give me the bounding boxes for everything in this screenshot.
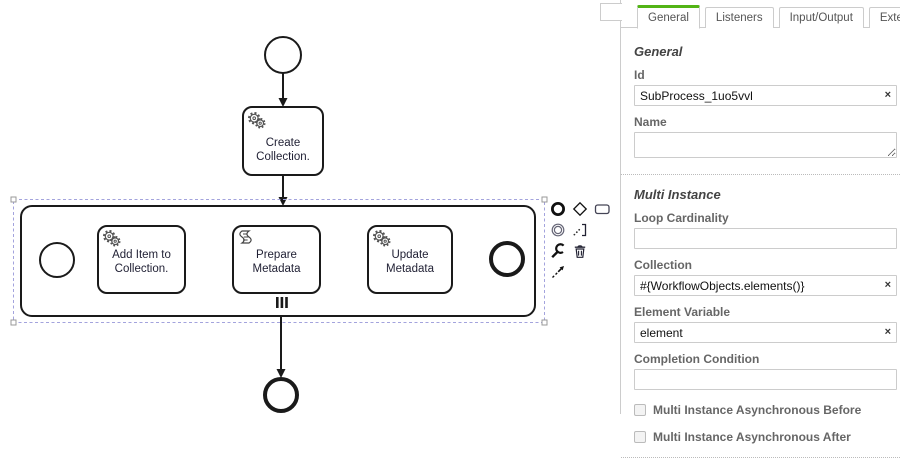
bpmn-canvas[interactable]: Create Collection. Add Item to Collectio… bbox=[0, 0, 620, 414]
properties-panel-toggle[interactable] bbox=[600, 3, 622, 21]
append-text-annotation-icon[interactable] bbox=[573, 223, 587, 237]
field-name: Name bbox=[634, 115, 897, 161]
tab-extensions[interactable]: Extensions bbox=[868, 7, 900, 28]
field-loop-cardinality: Loop Cardinality bbox=[634, 211, 897, 249]
task-label: Collection. bbox=[256, 151, 310, 163]
field-async-before: Multi Instance Asynchronous Before bbox=[634, 403, 897, 417]
completion-condition-label: Completion Condition bbox=[634, 352, 760, 366]
element-variable-label: Element Variable bbox=[634, 305, 731, 319]
end-event[interactable] bbox=[263, 377, 299, 413]
properties-tabs: General Listeners Input/Output Extension… bbox=[621, 2, 900, 29]
task-create-collection[interactable]: Create Collection. bbox=[242, 106, 324, 176]
async-after-checkbox[interactable] bbox=[634, 431, 646, 443]
clear-icon[interactable]: × bbox=[884, 279, 891, 291]
wrench-icon[interactable] bbox=[551, 243, 565, 259]
field-element-variable: Element Variable × bbox=[634, 305, 897, 343]
collection-label: Collection bbox=[634, 258, 693, 272]
collection-input[interactable] bbox=[634, 275, 897, 296]
completion-condition-input[interactable] bbox=[634, 369, 897, 390]
task-prepare-metadata[interactable]: Prepare Metadata bbox=[232, 225, 321, 294]
clear-icon[interactable]: × bbox=[884, 89, 891, 101]
field-collection: Collection × bbox=[634, 258, 897, 296]
field-id: Id × bbox=[634, 68, 897, 106]
tab-input-output[interactable]: Input/Output bbox=[778, 7, 864, 28]
name-textarea[interactable] bbox=[634, 132, 897, 158]
selection-outline bbox=[10, 196, 548, 326]
end-event-inner[interactable] bbox=[489, 241, 525, 277]
task-add-item[interactable]: Add Item to Collection. bbox=[97, 225, 186, 294]
append-intermediate-event-icon[interactable] bbox=[551, 223, 565, 237]
selection-handle[interactable] bbox=[10, 196, 548, 326]
group-heading-general: General bbox=[634, 44, 683, 59]
tab-listeners[interactable]: Listeners bbox=[704, 7, 774, 28]
task-label: Metadata bbox=[386, 263, 435, 275]
async-before-label: Multi Instance Asynchronous Before bbox=[653, 403, 862, 417]
multi-instance-marker bbox=[276, 297, 288, 308]
append-task-icon[interactable] bbox=[594, 204, 610, 215]
append-gateway-icon[interactable] bbox=[572, 201, 588, 217]
element-variable-input[interactable] bbox=[634, 322, 897, 343]
task-label: Collection. bbox=[115, 263, 169, 275]
start-event[interactable] bbox=[264, 36, 302, 74]
loop-cardinality-input[interactable] bbox=[634, 228, 897, 249]
async-before-checkbox[interactable] bbox=[634, 404, 646, 416]
group-separator bbox=[621, 174, 900, 175]
connect-icon[interactable] bbox=[552, 266, 565, 278]
loop-cardinality-label: Loop Cardinality bbox=[634, 211, 729, 225]
task-update-metadata[interactable]: Update Metadata bbox=[367, 225, 453, 294]
task-label: Update bbox=[391, 249, 428, 261]
id-label: Id bbox=[634, 68, 645, 82]
clear-icon[interactable]: × bbox=[884, 326, 891, 338]
task-label: Prepare bbox=[256, 249, 297, 261]
field-completion-condition: Completion Condition bbox=[634, 352, 897, 390]
properties-panel: General Listeners Input/Output Extension… bbox=[620, 0, 900, 458]
task-label: Add Item to bbox=[112, 249, 171, 261]
id-input[interactable] bbox=[634, 85, 897, 106]
task-label: Create bbox=[266, 137, 301, 149]
field-async-after: Multi Instance Asynchronous After bbox=[634, 430, 897, 444]
append-end-event-icon[interactable] bbox=[551, 202, 565, 216]
start-event-inner[interactable] bbox=[39, 242, 75, 278]
task-label: Metadata bbox=[253, 263, 302, 275]
context-pad bbox=[551, 201, 610, 278]
tab-general[interactable]: General bbox=[637, 5, 700, 29]
name-label: Name bbox=[634, 115, 667, 129]
group-heading-multi-instance: Multi Instance bbox=[634, 187, 721, 202]
task-shape bbox=[232, 225, 321, 294]
async-after-label: Multi Instance Asynchronous After bbox=[653, 430, 851, 444]
trash-icon[interactable] bbox=[574, 245, 586, 258]
